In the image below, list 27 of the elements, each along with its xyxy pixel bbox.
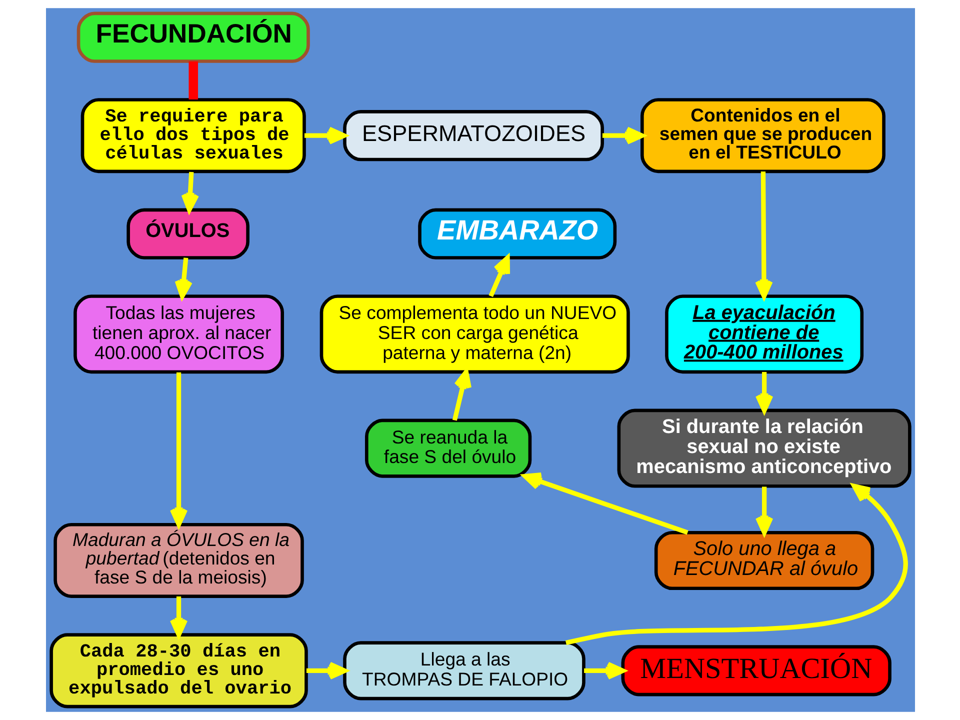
node-box: Solo uno llega a FECUNDAR al óvulo — [654, 530, 874, 590]
node-box: Contenidos en el semen que se producen en el TESTICULO — [640, 98, 885, 174]
arrow — [754, 486, 773, 535]
node-box: La eyaculación contiene de 200-400 millones — [664, 294, 864, 374]
node-box: MENSTRUACIÓN — [620, 645, 891, 696]
node-box: Se reanuda la fase S del óvulo — [364, 418, 532, 478]
arrow — [522, 472, 688, 535]
arrow — [754, 171, 772, 299]
arrow — [488, 256, 510, 298]
node-box: Se requiere para ello dos tipos de células sexuales — [80, 98, 306, 174]
arrow — [754, 372, 773, 413]
node-box: ESPERMATOZOIDES — [342, 110, 604, 162]
arrow — [180, 172, 199, 212]
node-box: Si durante la relación sexual no existe mecanismo anticonceptivo — [616, 408, 911, 488]
node-box: Llega a las TROMPAS DE FALOPIO — [342, 641, 585, 700]
node-box: ÓVULOS — [126, 208, 249, 260]
node-box: FECUNDACIÓN — [76, 12, 310, 63]
connector — [188, 61, 198, 100]
node-box: Cada 28-30 días en promedio es uno expulsado del ovario — [49, 633, 308, 708]
arrow — [169, 372, 188, 527]
node-box: Se complementa todo un NUEVO SER con carga genética paterna y materna (2n) — [319, 294, 630, 374]
node-box: Maduran a ÓVULOS en la pubertad (detenidos en fase S de la meiosis) — [53, 522, 304, 598]
arrow — [452, 370, 471, 421]
node-box: EMBARAZO — [418, 208, 616, 260]
node-box: Todas las mujeres tienen aprox. al nacer 400.000 OVOCITOS — [73, 294, 284, 374]
arrow — [564, 484, 908, 646]
arrow — [169, 596, 188, 638]
